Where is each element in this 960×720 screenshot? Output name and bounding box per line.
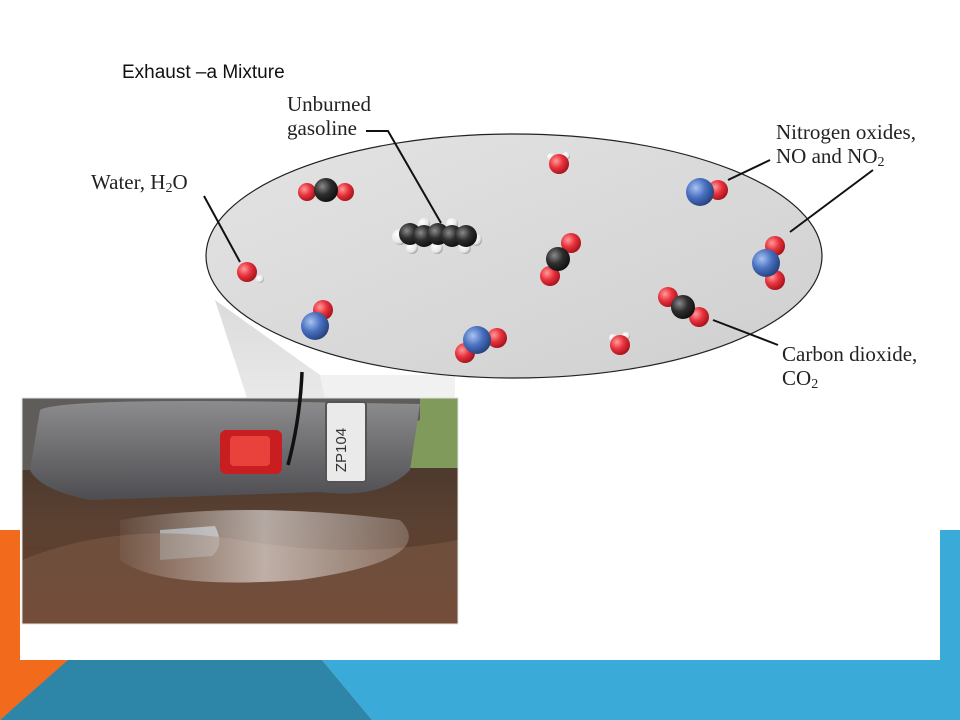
molecule-no-1 — [686, 178, 728, 206]
license-plate-text: ZP104 — [333, 428, 350, 472]
photo-pointer-line — [286, 371, 304, 466]
molecule-co2-3 — [658, 287, 709, 327]
molecule-no-2 — [301, 300, 333, 340]
molecule-water-3 — [609, 332, 630, 355]
footer-decoration — [0, 530, 960, 720]
molecule-water-1 — [237, 262, 264, 283]
molecule-co2-1 — [298, 178, 354, 202]
slide-title: Exhaust –a Mixture — [122, 62, 285, 83]
leader-lines — [203, 130, 874, 346]
label-unburned-gasoline: Unburned gasoline — [287, 92, 371, 140]
orange-corner-shape — [0, 530, 70, 720]
label-co2-line2-text: CO — [782, 366, 812, 390]
molecule-gasoline — [392, 218, 482, 254]
label-nox-line2-text: NO and NO — [776, 144, 878, 168]
label-nitrogen-oxides: Nitrogen oxides, NO and NO2 — [776, 120, 916, 170]
molecule-co2-2 — [540, 233, 581, 286]
leader-gasoline — [366, 130, 442, 224]
leader-water — [203, 195, 241, 263]
label-co2-line2: CO2 — [782, 366, 917, 392]
leader-no2 — [789, 169, 874, 233]
label-gasoline-line1: Unburned — [287, 92, 371, 116]
label-nox-line2: NO and NO2 — [776, 144, 916, 170]
label-co2-subscript: 2 — [811, 377, 819, 392]
molecule-water-2 — [547, 152, 570, 174]
exhaust-photo: ZP104 — [21, 397, 459, 625]
label-nox-line1: Nitrogen oxides, — [776, 120, 916, 144]
label-gasoline-line2: gasoline — [287, 116, 357, 140]
label-water-subscript: 2 — [165, 181, 173, 196]
molecule-no2-1 — [752, 236, 785, 290]
blue-band-left — [0, 660, 372, 720]
zoom-ellipse — [205, 133, 823, 379]
molecule-no2-2 — [455, 326, 507, 363]
leader-no — [727, 159, 771, 181]
label-water-tail: O — [172, 170, 188, 194]
label-carbon-dioxide: Carbon dioxide, CO2 — [782, 342, 918, 392]
leader-co2 — [712, 319, 779, 346]
label-nox-subscript: 2 — [877, 155, 885, 170]
blue-band-right — [322, 530, 960, 720]
label-water-text: Water, H — [91, 170, 166, 194]
label-co2-line1: Carbon dioxide, — [782, 342, 918, 366]
label-water: Water, H2O — [91, 170, 188, 196]
